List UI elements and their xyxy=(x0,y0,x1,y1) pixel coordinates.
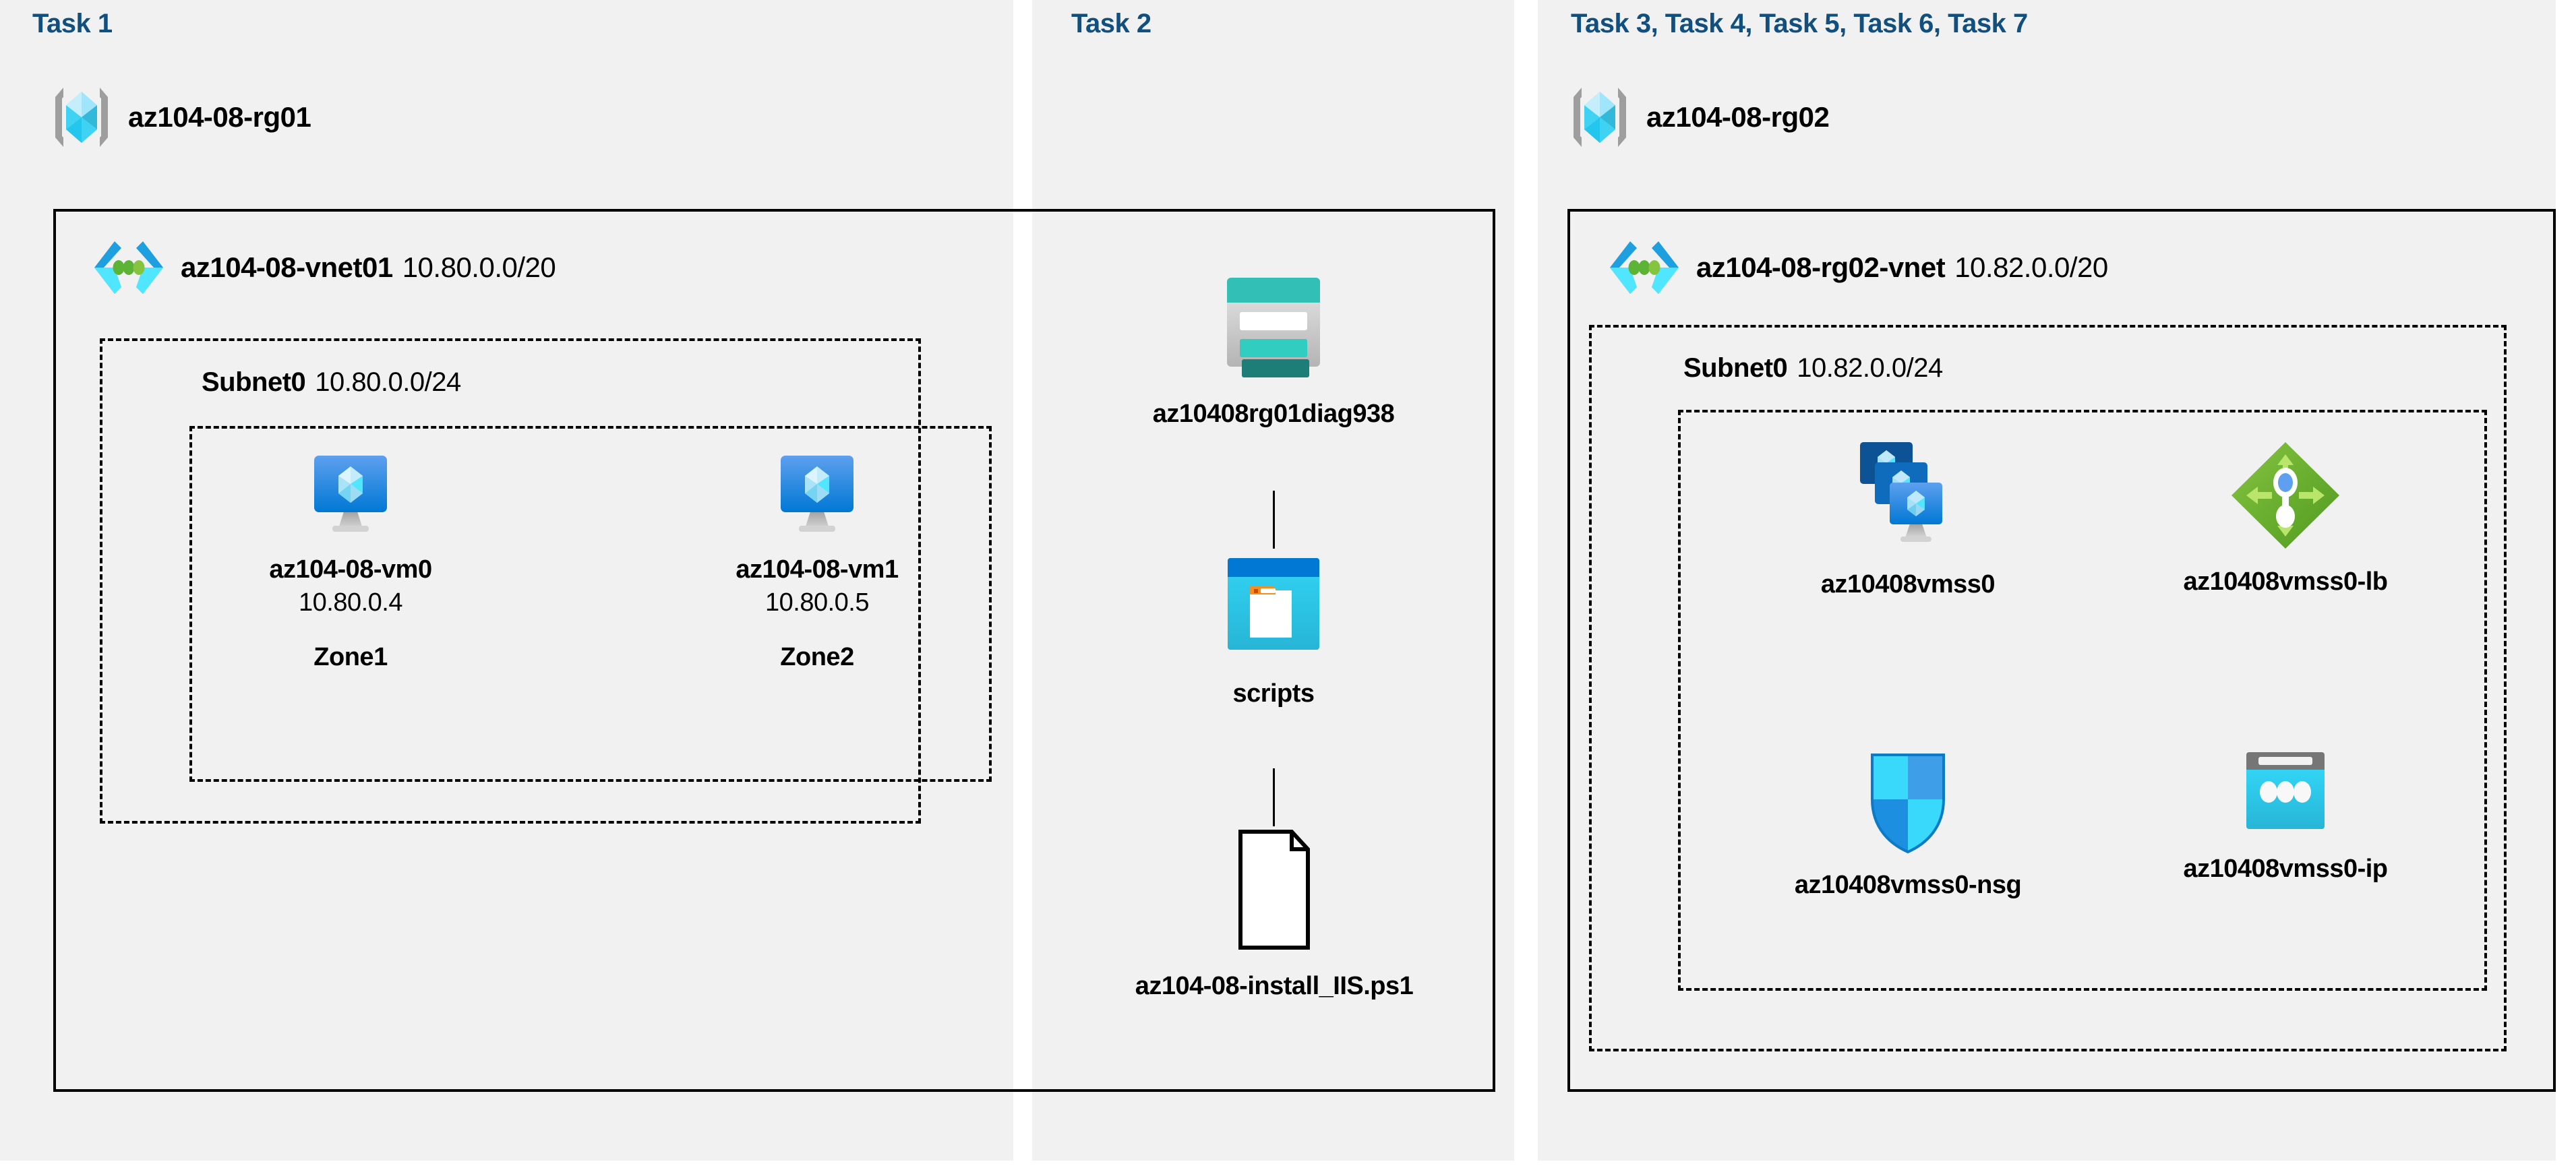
vnet01-boundary xyxy=(53,209,1495,1092)
virtual-machine-icon xyxy=(309,452,392,535)
connector-scripts-to-file xyxy=(1273,768,1275,826)
blob-container-icon xyxy=(1216,550,1331,665)
subnet0-rg02-cidr: 10.82.0.0/24 xyxy=(1797,353,1943,383)
subnet0-vnet01-boundary xyxy=(100,338,921,824)
vm0-name: az104-08-vm0 xyxy=(269,555,432,584)
storage-account-name: az10408rg01diag938 xyxy=(1152,400,1395,428)
file-icon xyxy=(1230,828,1319,956)
rg02-header: az104-08-rg02 xyxy=(1571,85,1830,150)
vm0-ip: 10.80.0.4 xyxy=(299,588,402,617)
resource-group-icon xyxy=(1571,85,1629,150)
storage-account-icon xyxy=(1211,259,1336,385)
ps1-file-node[interactable]: az104-08-install_IIS.ps1 xyxy=(1092,828,1456,1001)
vm0-node[interactable]: az104-08-vm0 10.80.0.4 Zone1 xyxy=(222,452,479,672)
load-balancer-name: az10408vmss0-lb xyxy=(2183,567,2388,596)
zone-group-boundary xyxy=(189,426,992,782)
vmss-resources-boundary xyxy=(1678,410,2487,991)
rg02-name: az104-08-rg02 xyxy=(1646,101,1830,133)
nsg-name: az10408vmss0-nsg xyxy=(1794,871,2022,899)
scripts-container-name: scripts xyxy=(1232,679,1315,708)
storage-icon-bar-dark xyxy=(1242,359,1309,377)
public-ip-name: az10408vmss0-ip xyxy=(2183,855,2388,883)
vm1-node[interactable]: az104-08-vm1 10.80.0.5 Zone2 xyxy=(689,452,945,672)
vm1-name: az104-08-vm1 xyxy=(736,555,899,584)
rg01-header: az104-08-rg01 xyxy=(53,85,311,150)
vnet01-header: az104-08-vnet01 10.80.0.0/20 xyxy=(93,237,556,298)
task1-heading: Task 1 xyxy=(32,9,113,38)
subnet0-vnet01-name: Subnet0 xyxy=(202,367,306,397)
subnet0-vnet01-cidr: 10.80.0.0/24 xyxy=(315,367,461,397)
rg02-vnet-header: az104-08-rg02-vnet 10.82.0.0/20 xyxy=(1609,237,2108,298)
nsg-node[interactable]: az10408vmss0-nsg xyxy=(1756,749,2060,900)
vnet01-cidr: 10.80.0.0/20 xyxy=(402,251,556,283)
subnet0-rg02-name: Subnet0 xyxy=(1683,353,1788,383)
vm1-ip: 10.80.0.5 xyxy=(765,588,869,617)
vnet01-name: az104-08-vnet01 xyxy=(181,251,393,283)
subnet0-rg02-boundary xyxy=(1589,325,2507,1051)
network-security-group-icon xyxy=(1864,749,1952,856)
vmss-name: az10408vmss0 xyxy=(1820,570,1996,599)
task2-heading: Task 2 xyxy=(1071,9,1151,38)
vm-scale-set-icon xyxy=(1853,438,1963,555)
storage-account-node[interactable]: az10408rg01diag938 xyxy=(1112,259,1435,429)
scripts-container-node[interactable]: scripts xyxy=(1112,550,1435,708)
subnet0-vnet01-header: Subnet0 10.80.0.0/24 xyxy=(202,367,461,398)
task3-heading: Task 3, Task 4, Task 5, Task 6, Task 7 xyxy=(1571,9,2028,38)
rg02-vnet-cidr: 10.82.0.0/20 xyxy=(1954,251,2108,283)
vm1-zone: Zone2 xyxy=(780,643,854,671)
public-ip-address-icon xyxy=(2237,749,2334,840)
vm0-zone: Zone1 xyxy=(313,643,388,671)
load-balancer-node[interactable]: az10408vmss0-lb xyxy=(2134,438,2437,596)
virtual-network-icon xyxy=(93,237,164,298)
load-balancer-icon xyxy=(2227,438,2343,553)
rg02-vnet-name: az104-08-rg02-vnet xyxy=(1696,251,1946,283)
subnet0-rg02-header: Subnet0 10.82.0.0/24 xyxy=(1683,353,1943,383)
resource-group-icon xyxy=(53,85,111,150)
ps1-file-name: az104-08-install_IIS.ps1 xyxy=(1135,972,1414,1000)
task3-panel xyxy=(1538,0,2556,1161)
virtual-network-icon xyxy=(1609,237,1680,298)
vmss-node[interactable]: az10408vmss0 xyxy=(1756,438,2060,599)
rg02-vnet-boundary xyxy=(1567,209,2556,1092)
virtual-machine-icon xyxy=(775,452,859,535)
public-ip-node[interactable]: az10408vmss0-ip xyxy=(2134,749,2437,884)
rg01-name: az104-08-rg01 xyxy=(128,101,311,133)
task1-panel xyxy=(0,0,1013,1161)
connector-storage-to-scripts xyxy=(1273,491,1275,549)
